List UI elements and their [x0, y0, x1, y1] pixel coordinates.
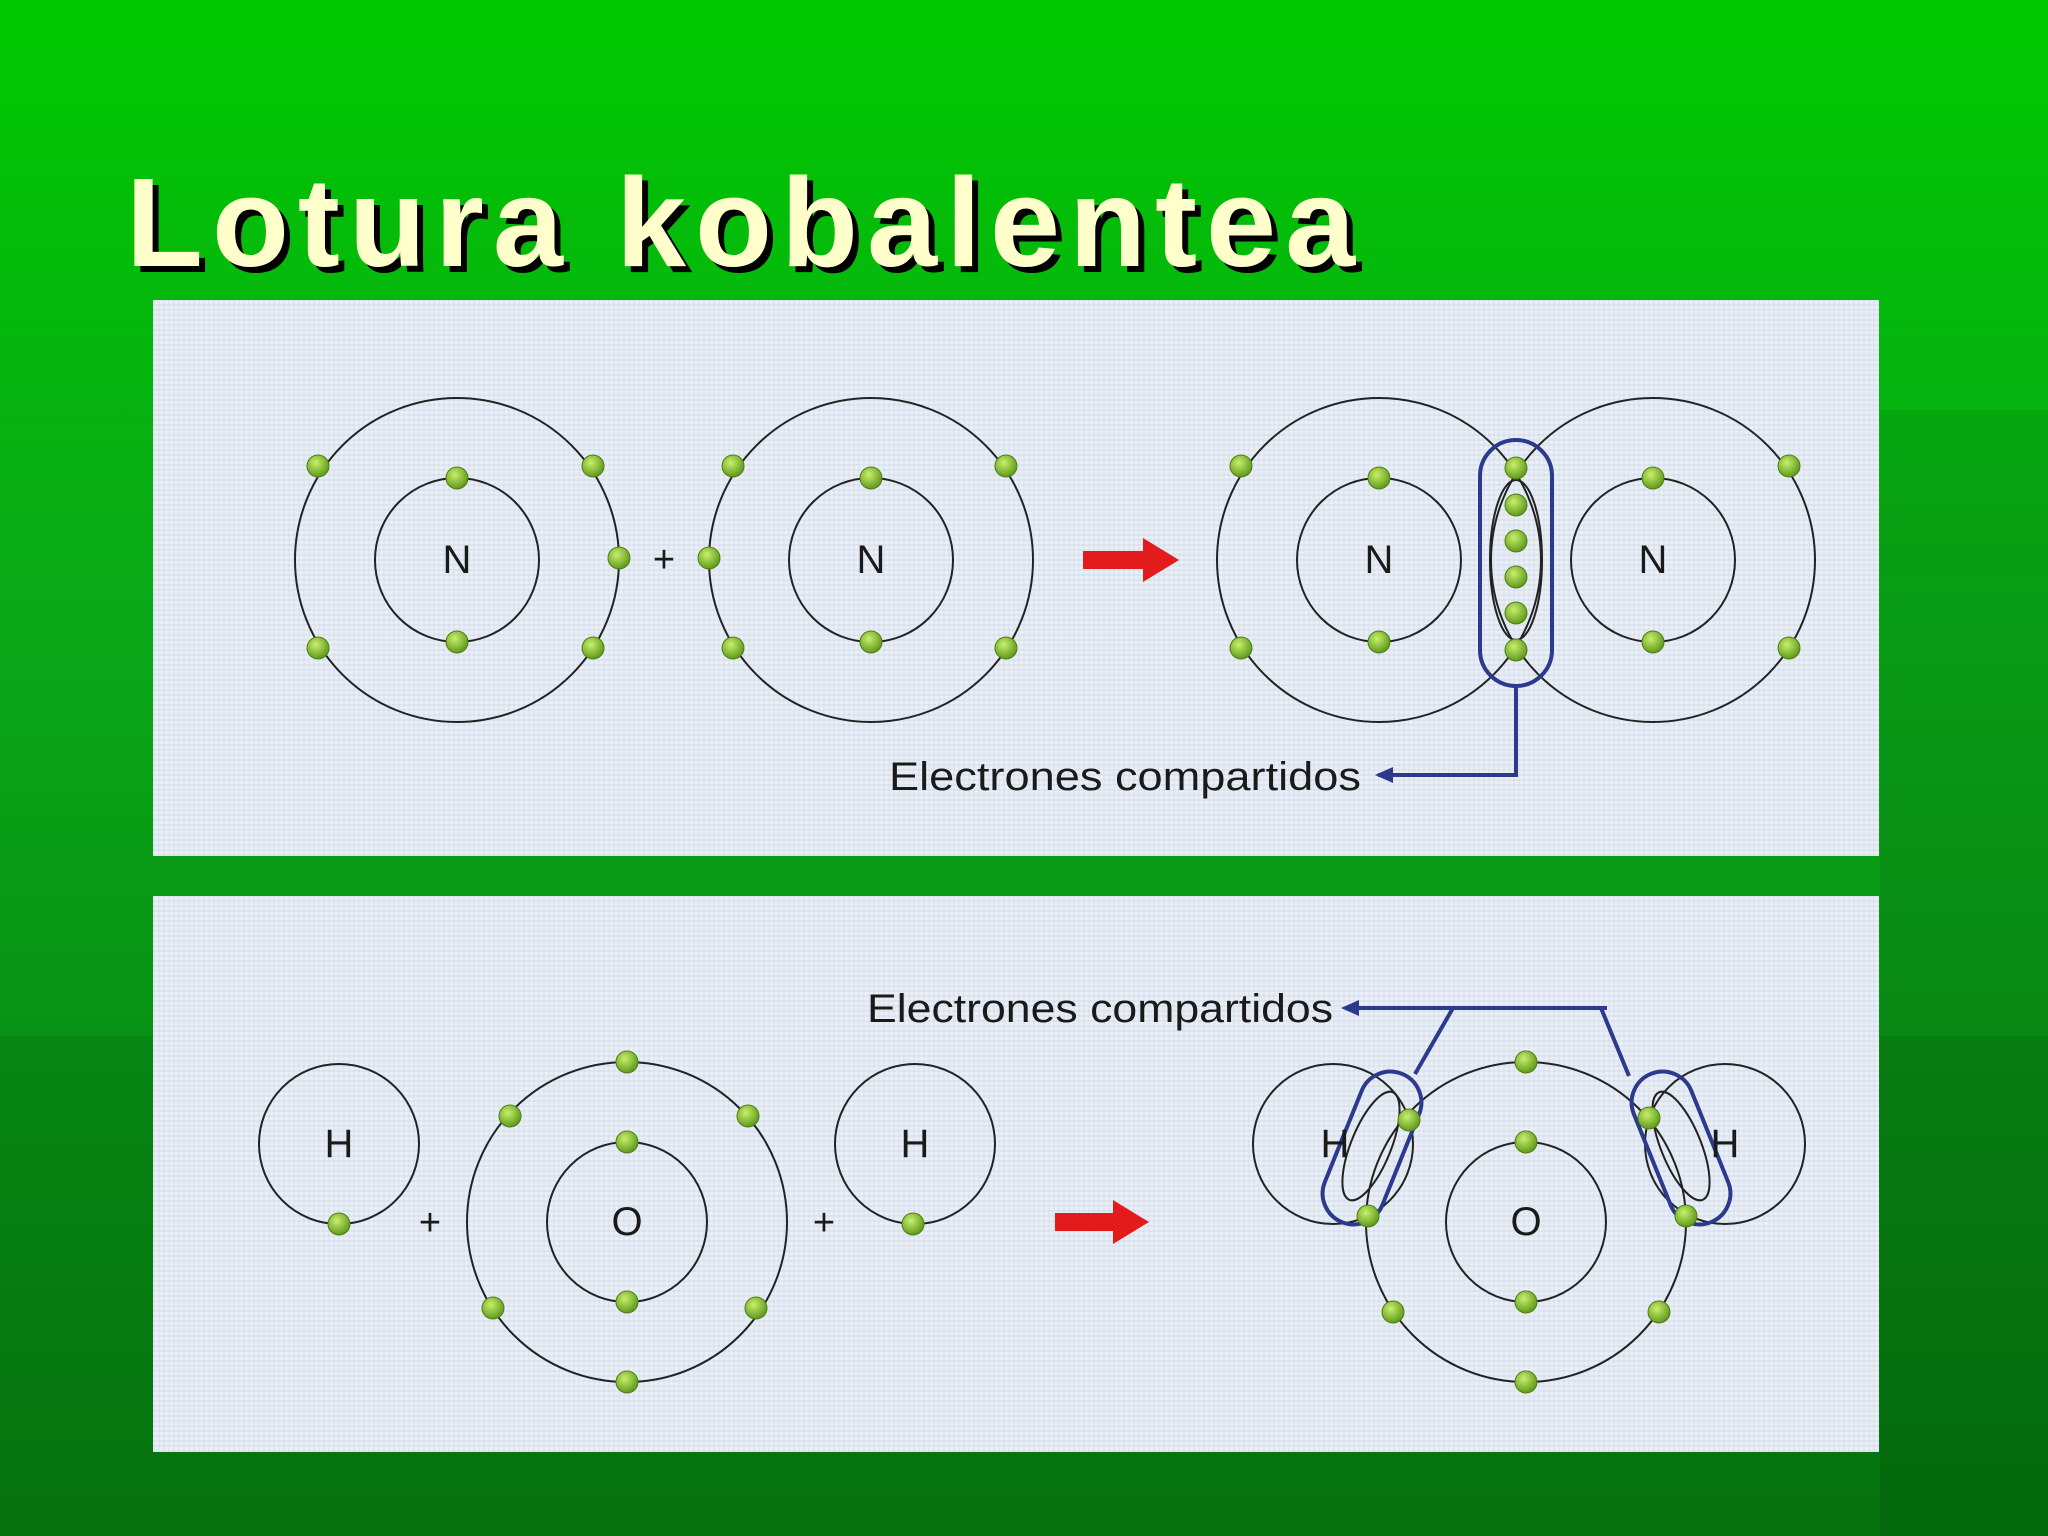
shared-electron	[1637, 1106, 1661, 1130]
plus-sign: +	[419, 1202, 441, 1244]
leader-arrowhead	[1375, 767, 1393, 783]
n2-diagram-panel: N N + N N Electrones compartidos	[153, 300, 1879, 856]
electron	[498, 1104, 522, 1128]
electron	[1641, 466, 1665, 490]
plus-sign: +	[653, 539, 675, 581]
electron	[1647, 1300, 1671, 1324]
shared-electron	[1504, 601, 1528, 625]
reaction-arrow	[1055, 1200, 1149, 1244]
electron	[445, 466, 469, 490]
shared-pair-ring	[1341, 1090, 1401, 1202]
leader-line	[1378, 686, 1518, 777]
shared-electron	[1356, 1204, 1380, 1228]
electron	[1514, 1290, 1538, 1314]
electron	[1514, 1370, 1538, 1394]
electron	[306, 454, 330, 478]
atom-symbol: N	[1639, 538, 1668, 582]
electron	[615, 1370, 639, 1394]
electron	[615, 1130, 639, 1154]
electron	[581, 636, 605, 660]
atom-symbol: O	[611, 1200, 642, 1244]
electron	[721, 454, 745, 478]
h2o-diagram-panel: H + O + H H O H Electrones compartidos	[153, 896, 1879, 1452]
h2o-diagram: H + O + H H O H Electrones compartidos	[258, 987, 1806, 1394]
electron	[306, 636, 330, 660]
shared-electron	[1674, 1204, 1698, 1228]
electron	[1514, 1130, 1538, 1154]
electron	[581, 454, 605, 478]
atom-symbol: O	[1510, 1200, 1541, 1244]
electron	[1777, 454, 1801, 478]
n2-diagram: N N + N N Electrones compartidos	[294, 397, 1816, 799]
shared-electron	[1397, 1108, 1421, 1132]
shared-electrons-label: Electrones compartidos	[889, 755, 1361, 799]
electron	[744, 1296, 768, 1320]
electron	[697, 546, 721, 570]
leader-line	[1599, 1007, 1631, 1077]
electron	[736, 1104, 760, 1128]
electron	[901, 1212, 925, 1236]
plus-sign: +	[813, 1202, 835, 1244]
electron	[994, 636, 1018, 660]
atom-symbol: H	[1321, 1122, 1350, 1166]
electron	[994, 454, 1018, 478]
shared-pair-ring	[1651, 1090, 1711, 1202]
electron	[1229, 636, 1253, 660]
electron	[1367, 466, 1391, 490]
background-band	[1880, 410, 2048, 1536]
electron	[1514, 1050, 1538, 1074]
slide-title: Lotura kobalentea	[126, 152, 1365, 293]
electron	[615, 1290, 639, 1314]
shared-electrons-outline	[1629, 1069, 1733, 1227]
electron	[1229, 454, 1253, 478]
electron	[1777, 636, 1801, 660]
atom-symbol: H	[325, 1122, 354, 1166]
shared-electron	[1504, 456, 1528, 480]
electron	[327, 1212, 351, 1236]
atom-symbol: N	[1365, 538, 1394, 582]
electron	[607, 546, 631, 570]
leader-arrowhead	[1341, 1000, 1359, 1016]
electron	[615, 1050, 639, 1074]
shared-electrons-label: Electrones compartidos	[867, 987, 1333, 1031]
reaction-arrow	[1083, 538, 1179, 582]
shared-electron	[1504, 529, 1528, 553]
shared-electrons-outline	[1320, 1069, 1424, 1227]
atom-symbol: H	[901, 1122, 930, 1166]
shared-electron	[1504, 493, 1528, 517]
atom-symbol: H	[1711, 1122, 1740, 1166]
shared-electron	[1504, 565, 1528, 589]
electron	[859, 630, 883, 654]
leader-line	[1413, 1007, 1455, 1075]
electron	[1641, 630, 1665, 654]
electron	[481, 1296, 505, 1320]
atom-symbol: N	[857, 538, 886, 582]
electron	[721, 636, 745, 660]
electron	[1367, 630, 1391, 654]
electron	[445, 630, 469, 654]
electron	[1381, 1300, 1405, 1324]
shared-electron	[1504, 638, 1528, 662]
orbit	[1252, 1063, 1414, 1225]
atom-symbol: N	[443, 538, 472, 582]
electron	[859, 466, 883, 490]
